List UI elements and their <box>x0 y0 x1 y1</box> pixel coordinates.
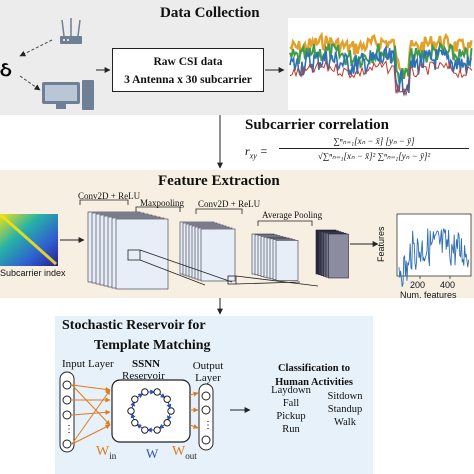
reservoir-neuron <box>153 426 161 434</box>
output-layer-label: Output Layer <box>192 360 224 384</box>
conv-block-1 <box>87 211 169 290</box>
reservoir-neuron <box>141 388 149 396</box>
features-axis-label: Features <box>376 226 386 262</box>
kernel-lines <box>127 249 319 287</box>
activity-list-2: Sitdown Standup Walk <box>318 390 372 429</box>
formula-numerator: ∑ⁿₙ₌₁[xₙ − x̄] [yₙ − ȳ] <box>279 136 469 149</box>
formula-denominator: √∑ⁿₙ₌₁[xₙ − x̄]² ∑ⁿₙ₌₁[yₙ − ȳ]² <box>317 151 431 161</box>
reservoir-neuron <box>163 395 171 403</box>
feature-map-layer <box>115 218 169 290</box>
computer-icon <box>42 80 94 110</box>
conv-block-3 <box>251 233 299 281</box>
w-label: W <box>146 446 159 461</box>
reservoir-neuron <box>153 388 161 396</box>
activity-item: Standup <box>327 404 363 415</box>
reservoir-neuron <box>167 407 175 415</box>
feature-extraction-panel <box>0 170 474 298</box>
conv2-label: Conv2D + ReLU <box>198 199 261 209</box>
reservoir-neuron <box>131 419 139 427</box>
ssnn-label: SSNN <box>132 358 161 370</box>
feature-extraction-title: Feature Extraction <box>158 173 280 189</box>
output-layer-column: ⋮ <box>198 383 214 451</box>
reservoir-neuron <box>131 395 139 403</box>
svg-text:⋮: ⋮ <box>203 420 213 431</box>
tick-400: 400 <box>440 280 456 290</box>
conv-block-2 <box>179 221 236 282</box>
activity-item: Walk <box>334 417 356 428</box>
activity-item: Laydown <box>271 385 311 396</box>
input-weights <box>71 384 111 445</box>
layer-brackets <box>79 199 313 226</box>
reservoir-label: Reservoir <box>122 370 165 382</box>
output-weights <box>189 391 199 429</box>
reservoir-neuron <box>127 407 135 415</box>
data-collection-title: Data Collection <box>160 5 260 21</box>
reservoir-neuron <box>141 426 149 434</box>
person-icon: ઠ <box>0 59 12 81</box>
raw-csi-line1: Raw CSI data <box>153 56 223 68</box>
correlation-formula: rxy = ∑ⁿₙ₌₁[xₙ − x̄] [yₙ − ȳ] √∑ⁿₙ₌₁[xₙ … <box>245 136 470 168</box>
tick-200: 200 <box>410 280 426 290</box>
reservoir-nodes <box>127 388 175 434</box>
feature-map-layer <box>275 240 299 281</box>
classification-title: Classification to Human Activities <box>275 363 353 388</box>
svg-text:⋮: ⋮ <box>64 424 74 435</box>
activity-item: Fall <box>282 398 300 409</box>
reservoir-neuron <box>163 419 171 427</box>
feature-plot <box>396 213 472 287</box>
formula-lhs: rxy = <box>245 144 268 161</box>
signal-arrow-1 <box>19 39 53 57</box>
conv-block-4 <box>315 229 349 279</box>
reservoir-title-line1: Stochastic Reservoir for <box>62 318 206 333</box>
w-in-label: Win <box>96 444 117 461</box>
router-icon <box>60 18 82 44</box>
subcarrier-index-label: Subcarrier index <box>0 268 66 278</box>
num-features-label: Num. features <box>400 290 457 300</box>
ssnn-reservoir-box <box>111 379 191 443</box>
feature-map-layer <box>200 228 236 282</box>
reservoir-title-line2: Template Matching <box>94 338 211 353</box>
input-layer-label: Input Layer <box>62 358 114 370</box>
input-layer-column: ⋮ <box>59 371 75 453</box>
conv1-label: Conv2D + ReLU <box>78 191 141 201</box>
activity-list-1: Laydown Fall Pickup Run <box>262 384 320 436</box>
w-out-label: Wout <box>172 444 197 461</box>
raw-csi-line2: 3 Antenna x 30 subcarrier <box>124 74 252 86</box>
activity-item: Run <box>282 424 300 435</box>
feature-map-layer <box>328 233 349 279</box>
activity-item: Pickup <box>276 411 306 422</box>
maxpool-label: Maxpooling <box>140 198 184 208</box>
csi-signal-plot <box>288 18 474 110</box>
signal-arrow-2 <box>19 75 41 91</box>
subcarrier-correlation-title: Subcarrier correlation <box>245 117 389 133</box>
avgpool-label: Average Pooling <box>262 210 323 220</box>
activity-item: Sitdown <box>327 391 363 402</box>
raw-csi-box: Raw CSI data 3 Antenna x 30 subcarrier <box>112 48 264 92</box>
